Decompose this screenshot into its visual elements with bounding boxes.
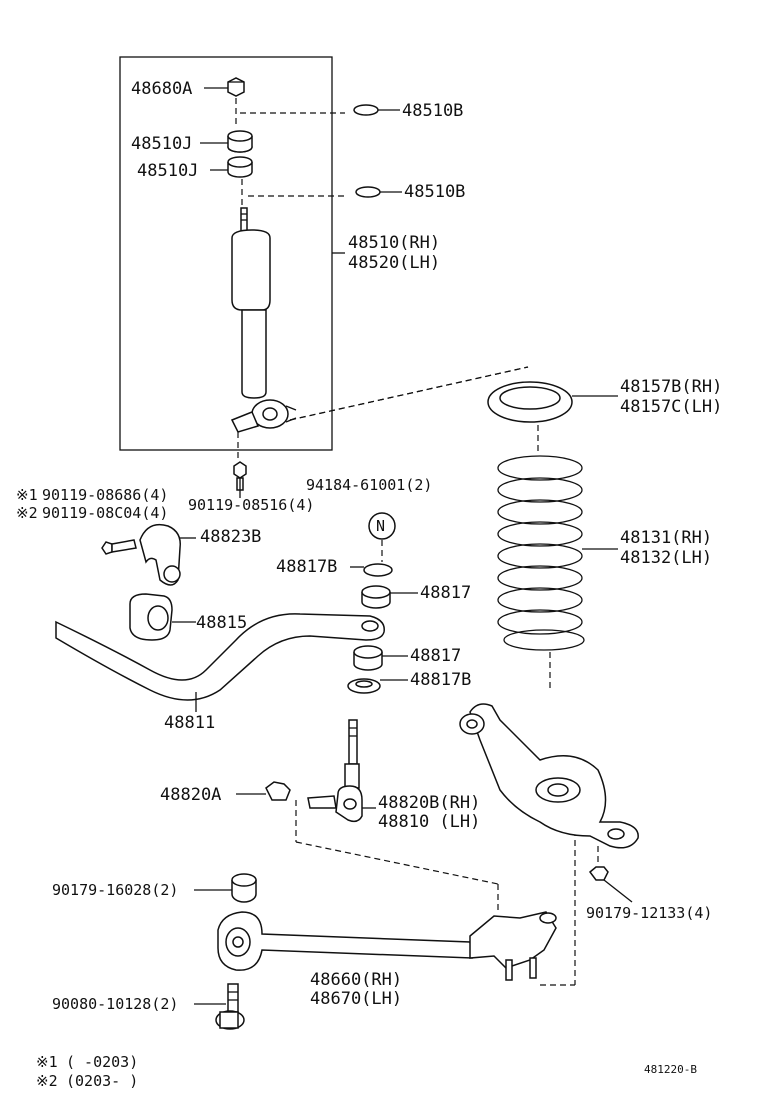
label-48817-lower: 48817 <box>410 646 461 666</box>
cushion-48510J-upper <box>227 130 253 153</box>
cushion-48817-lower <box>353 645 383 671</box>
diagram-code: 481220-B <box>644 1063 697 1076</box>
stabilizer-link <box>307 719 363 823</box>
label-48680A: 48680A <box>131 79 192 99</box>
washer-48510B-lower <box>355 186 381 198</box>
label-48660-rh: 48660(RH) <box>310 970 402 990</box>
label-90080-10128: 90080-10128(2) <box>52 995 178 1013</box>
nut-48820A <box>265 781 291 801</box>
strut-bar <box>217 911 557 981</box>
label-48817B-lower: 48817B <box>410 670 471 690</box>
label-48131-rh: 48131(RH) <box>620 528 712 548</box>
cushion-90179-16028 <box>231 873 257 903</box>
label-48132-lh: 48132(LH) <box>620 548 712 568</box>
label-48157B-rh: 48157B(RH) <box>620 377 722 397</box>
label-48820B-rh: 48820B(RH) <box>378 793 480 813</box>
mark-1: ※1 <box>16 486 38 504</box>
bracket-48823B <box>139 523 181 586</box>
spring-insulator <box>487 381 573 423</box>
cushion-48510J-lower <box>227 156 253 178</box>
bolt-90080-10128 <box>215 983 245 1030</box>
leader-lines <box>172 87 633 1005</box>
washer-48510B-upper <box>353 104 379 116</box>
label-90119-08C04: 90119-08C04(4) <box>42 504 168 522</box>
label-48510J-lower: 48510J <box>137 161 198 181</box>
label-90179-12133: 90179-12133(4) <box>586 904 712 922</box>
label-48157C-lh: 48157C(LH) <box>620 397 722 417</box>
label-48510J-upper: 48510J <box>131 134 192 154</box>
label-90119-08516: 90119-08516(4) <box>188 496 314 514</box>
footnote-1-mark: ※1 <box>36 1053 58 1071</box>
label-48817-upper: 48817 <box>420 583 471 603</box>
nut-48680A <box>227 77 245 97</box>
shock-absorber <box>230 207 297 433</box>
footnote-1-text: ( -0203) <box>66 1053 138 1071</box>
label-90179-16028: 90179-16028(2) <box>52 881 178 899</box>
label-90119-08686: 90119-08686(4) <box>42 486 168 504</box>
bushing-48815 <box>129 593 173 641</box>
footnote-2-text: (0203- ) <box>66 1072 138 1090</box>
coil-spring <box>497 455 585 651</box>
shock-group-box <box>119 56 333 451</box>
nut-90179-12133 <box>588 866 609 881</box>
label-48811: 48811 <box>164 713 215 733</box>
retainer-48817B-lower <box>347 678 381 694</box>
stabilizer-bar <box>55 613 385 701</box>
label-48823B: 48823B <box>200 527 261 547</box>
label-48510B-lower: 48510B <box>404 182 465 202</box>
label-48670-lh: 48670(LH) <box>310 989 402 1009</box>
label-48815: 48815 <box>196 613 247 633</box>
label-48510-rh: 48510(RH) <box>348 233 440 253</box>
label-48510B-upper: 48510B <box>402 101 463 121</box>
label-48520-lh: 48520(LH) <box>348 253 440 273</box>
nut-symbol: N <box>376 517 385 535</box>
mark-2: ※2 <box>16 504 38 522</box>
nut-94184-61001: N <box>368 512 396 540</box>
label-48820A: 48820A <box>160 785 221 805</box>
label-94184-61001: 94184-61001(2) <box>306 476 432 494</box>
label-48817B-upper: 48817B <box>276 557 337 577</box>
retainer-48817B-upper <box>363 563 393 577</box>
bolt-90119-08686 <box>101 539 137 555</box>
lower-arm <box>459 703 639 849</box>
footnote-2-mark: ※2 <box>36 1072 58 1090</box>
label-48810-lh: 48810 (LH) <box>378 812 480 832</box>
cushion-48817-upper <box>361 585 391 609</box>
